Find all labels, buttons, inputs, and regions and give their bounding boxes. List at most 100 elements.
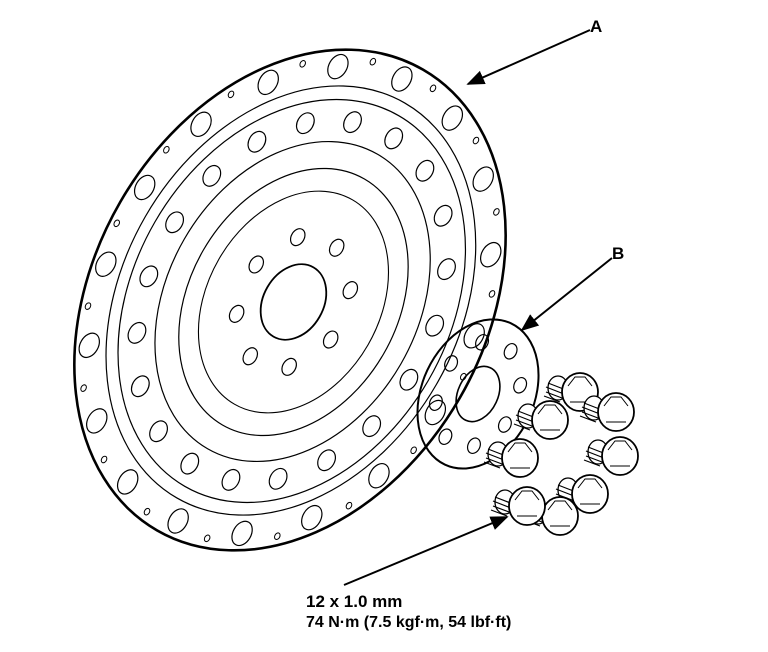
middle-hole bbox=[317, 449, 337, 472]
outer-hole bbox=[257, 69, 279, 96]
middle-hole bbox=[130, 375, 150, 398]
middle-hole bbox=[399, 368, 419, 391]
middle-hole bbox=[343, 111, 362, 134]
small-hole bbox=[203, 534, 211, 543]
bolt-hole bbox=[342, 281, 359, 300]
small-hole bbox=[429, 84, 437, 93]
bolt-spec-leader bbox=[343, 516, 509, 586]
flywheel-bolts bbox=[483, 372, 639, 536]
outer-hole bbox=[327, 53, 349, 80]
middle-hole bbox=[437, 258, 456, 281]
bolt-hole bbox=[328, 238, 345, 257]
small-hole bbox=[100, 455, 108, 464]
middle-hole bbox=[221, 468, 241, 491]
plate-bolt-hole bbox=[475, 333, 490, 351]
middle-hole bbox=[139, 265, 159, 288]
small-hole bbox=[299, 60, 306, 68]
small-hole bbox=[274, 532, 281, 540]
middle-hole bbox=[149, 420, 169, 443]
small-hole bbox=[143, 507, 151, 516]
outer-hole bbox=[95, 251, 117, 277]
bolt-hole bbox=[242, 347, 259, 366]
bolt bbox=[490, 486, 546, 526]
outer-hole bbox=[190, 111, 212, 138]
callout-label-a: A bbox=[590, 17, 603, 36]
drive-plate-ring-5 bbox=[197, 190, 390, 414]
outer-hole bbox=[391, 66, 413, 92]
middle-hole bbox=[384, 127, 404, 150]
bolt bbox=[579, 392, 635, 432]
outer-hole bbox=[167, 508, 189, 534]
middle-hole bbox=[180, 452, 200, 475]
plate-bolt-hole bbox=[497, 416, 512, 433]
middle-hole bbox=[425, 314, 445, 337]
drive-plate-ring-1 bbox=[105, 85, 477, 516]
back-plate-bolt-holes bbox=[428, 333, 528, 455]
bolt bbox=[513, 400, 569, 440]
middle-hole bbox=[433, 204, 453, 227]
middle-hole bbox=[415, 159, 435, 182]
plate-bolt-hole bbox=[513, 377, 528, 394]
drive-plate-outer-rim bbox=[73, 48, 507, 552]
bolt-hole bbox=[322, 330, 339, 349]
small-hole bbox=[493, 208, 500, 216]
small-hole bbox=[410, 446, 417, 455]
small-hole bbox=[227, 90, 235, 99]
middle-hole bbox=[202, 164, 222, 187]
small-hole bbox=[163, 145, 170, 154]
middle-hole bbox=[247, 130, 267, 153]
middle-hole bbox=[165, 211, 185, 234]
drive-plate-ring-2 bbox=[117, 98, 467, 504]
drive-plate-small-holes bbox=[80, 57, 500, 543]
small-hole bbox=[345, 501, 353, 510]
callout-b-leader bbox=[520, 257, 613, 332]
bolt bbox=[553, 474, 609, 514]
plate-bolt-hole bbox=[444, 355, 459, 372]
back-plate-center-hole bbox=[455, 365, 501, 423]
middle-hole bbox=[295, 112, 315, 135]
outer-hole bbox=[86, 408, 108, 434]
plate-bolt-hole bbox=[438, 428, 453, 446]
bolt bbox=[483, 438, 539, 478]
drive-plate-middle-holes bbox=[127, 111, 456, 491]
outer-hole bbox=[472, 166, 494, 192]
bolt-torque-spec: 74 N·m (7.5 kgf·m, 54 lbf·ft) bbox=[306, 614, 512, 631]
outer-hole bbox=[78, 332, 101, 359]
callout-label-b: B bbox=[612, 244, 625, 263]
bolt-size-spec: 12 x 1.0 mm bbox=[306, 592, 403, 611]
outer-hole bbox=[301, 504, 323, 531]
small-hole bbox=[459, 372, 467, 381]
drive-plate bbox=[73, 48, 507, 552]
middle-hole bbox=[127, 321, 147, 344]
middle-hole bbox=[362, 415, 382, 438]
bolt-hole bbox=[228, 304, 245, 323]
drive-plate-hub bbox=[259, 263, 328, 341]
outer-hole bbox=[479, 241, 502, 268]
small-hole bbox=[472, 136, 480, 145]
outer-hole bbox=[133, 174, 156, 201]
callout-a-leader bbox=[466, 29, 591, 85]
outer-hole bbox=[463, 323, 485, 349]
middle-hole bbox=[268, 467, 288, 490]
drive-plate-bolt-holes bbox=[228, 228, 359, 376]
small-hole bbox=[369, 57, 377, 66]
small-hole bbox=[113, 219, 121, 228]
outer-hole bbox=[231, 520, 253, 547]
outer-hole bbox=[368, 462, 390, 489]
small-hole bbox=[80, 384, 87, 392]
drive-plate-outer-holes bbox=[78, 53, 502, 547]
bolt-hole bbox=[248, 255, 265, 274]
plate-bolt-hole bbox=[503, 342, 518, 360]
outer-hole bbox=[441, 105, 464, 131]
bolt-hole bbox=[289, 228, 306, 247]
plate-bolt-hole bbox=[428, 394, 443, 411]
bolt bbox=[583, 436, 639, 476]
small-hole bbox=[84, 302, 92, 310]
drive-plate-ring-3 bbox=[154, 140, 431, 463]
bolt-hole bbox=[281, 357, 297, 376]
drive-plate-ring-4 bbox=[178, 167, 409, 437]
outer-hole bbox=[116, 469, 139, 495]
plate-bolt-hole bbox=[466, 437, 481, 455]
small-hole bbox=[488, 290, 496, 298]
